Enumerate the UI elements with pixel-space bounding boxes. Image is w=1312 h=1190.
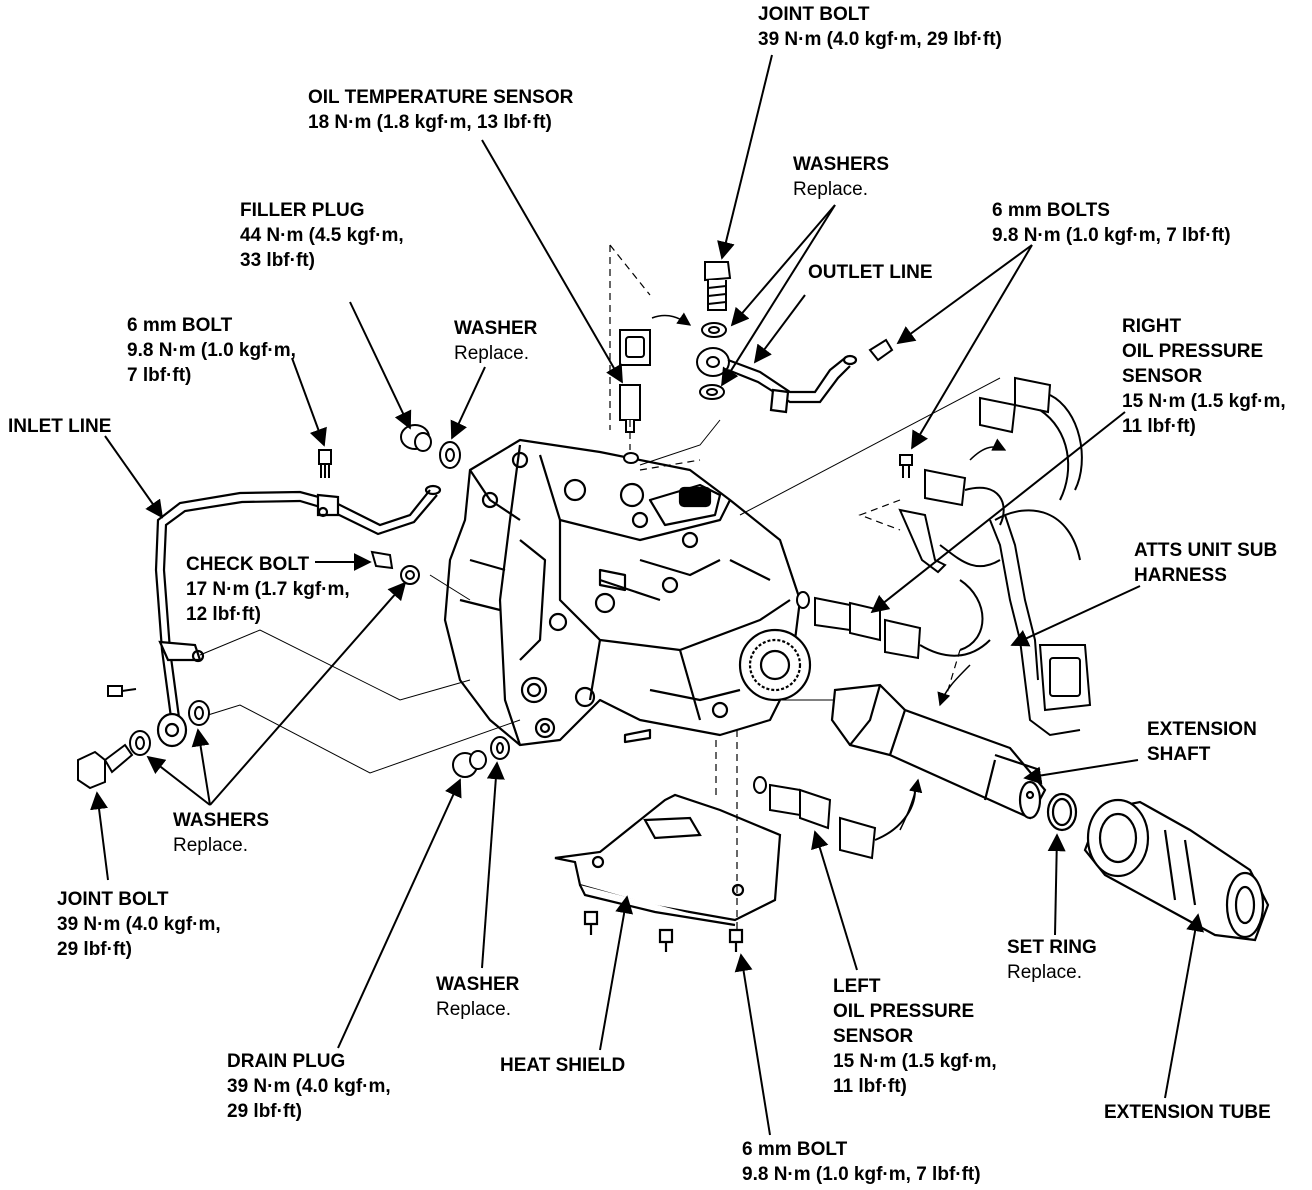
label-left-ops-name-3: SENSOR	[833, 1026, 914, 1047]
inlet-line-tube	[154, 484, 442, 748]
outlet-line-tube	[727, 354, 858, 414]
label-drain-plug-name: DRAIN PLUG	[227, 1051, 346, 1072]
label-drain-plug-torque-1: 39 N·m (4.0 kgf·m,	[227, 1076, 391, 1097]
label-extension-tube-name: EXTENSION TUBE	[1104, 1102, 1271, 1123]
label-right-ops-name-1: RIGHT	[1122, 316, 1182, 337]
label-atts-unit-sub-harness: ATTS UNIT SUB HARNESS	[1134, 538, 1277, 588]
label-drain-plug-torque-2: 29 lbf·ft)	[227, 1101, 302, 1122]
label-check-bolt-torque-2: 12 lbf·ft)	[186, 604, 261, 625]
label-joint-bolt-top: JOINT BOLT 39 N·m (4.0 kgf·m, 29 lbf·ft)	[758, 2, 1002, 52]
label-joint-bolt-bottom-name: JOINT BOLT	[57, 889, 169, 910]
label-filler-plug-torque-2: 33 lbf·ft)	[240, 250, 315, 271]
label-6mm-bolts-top-torque: 9.8 N·m (1.0 kgf·m, 7 lbf·ft)	[992, 225, 1231, 246]
label-washers-top: WASHERS Replace.	[793, 152, 889, 202]
label-left-ops-name-2: OIL PRESSURE	[833, 1001, 975, 1022]
alignment-lines	[609, 244, 961, 930]
label-check-bolt-torque-1: 17 N·m (1.7 kgf·m,	[186, 579, 350, 600]
label-extension-tube: EXTENSION TUBE	[1104, 1100, 1271, 1125]
label-6mm-bolt-bottom-torque: 9.8 N·m (1.0 kgf·m, 7 lbf·ft)	[742, 1164, 981, 1185]
leader-arrows	[90, 54, 1204, 1136]
label-washers-bottom: WASHERS Replace.	[173, 808, 269, 858]
label-oil-temperature-sensor: OIL TEMPERATURE SENSOR 18 N·m (1.8 kgf·m…	[308, 85, 573, 135]
label-left-oil-pressure-sensor: LEFT OIL PRESSURE SENSOR 15 N·m (1.5 kgf…	[833, 974, 997, 1099]
label-outlet-line: OUTLET LINE	[808, 260, 933, 285]
label-washers-top-name: WASHERS	[793, 154, 890, 175]
label-6mm-bolt-left: 6 mm BOLT 9.8 N·m (1.0 kgf·m, 7 lbf·ft)	[127, 313, 296, 388]
label-right-ops-torque-1: 15 N·m (1.5 kgf·m,	[1122, 391, 1286, 412]
flow-arrows	[651, 312, 1007, 831]
label-atts-name-2: HARNESS	[1134, 565, 1227, 586]
label-joint-bolt-top-torque: 39 N·m (4.0 kgf·m, 29 lbf·ft)	[758, 29, 1002, 50]
label-right-ops-torque-2: 11 lbf·ft)	[1122, 416, 1196, 437]
label-washer-filler: WASHER Replace.	[454, 316, 537, 366]
label-6mm-bolt-bottom: 6 mm BOLT 9.8 N·m (1.0 kgf·m, 7 lbf·ft)	[742, 1137, 981, 1187]
label-check-bolt-name: CHECK BOLT	[186, 554, 310, 575]
label-set-ring-note: Replace.	[1007, 962, 1082, 983]
label-6mm-bolts-top-name: 6 mm BOLTS	[992, 200, 1110, 221]
label-extension-shaft: EXTENSION SHAFT	[1147, 717, 1257, 767]
label-right-oil-pressure-sensor: RIGHT OIL PRESSURE SENSOR 15 N·m (1.5 kg…	[1122, 314, 1286, 439]
label-washers-top-note: Replace.	[793, 179, 868, 200]
heat-shield-part	[554, 793, 782, 952]
label-joint-bolt-bottom-torque-2: 29 lbf·ft)	[57, 939, 132, 960]
label-6mm-bolt-left-name: 6 mm BOLT	[127, 315, 233, 336]
label-left-ops-torque-1: 15 N·m (1.5 kgf·m,	[833, 1051, 997, 1072]
label-oil-temperature-sensor-name: OIL TEMPERATURE SENSOR	[308, 87, 574, 108]
label-filler-plug-torque-1: 44 N·m (4.5 kgf·m,	[240, 225, 404, 246]
label-6mm-bolt-bottom-name: 6 mm BOLT	[742, 1139, 848, 1160]
transfer-case-housing	[443, 438, 812, 747]
label-joint-bolt-bottom-torque-1: 39 N·m (4.0 kgf·m,	[57, 914, 221, 935]
label-extension-shaft-name-1: EXTENSION	[1147, 719, 1257, 740]
label-oil-temperature-sensor-torque: 18 N·m (1.8 kgf·m, 13 lbf·ft)	[308, 112, 552, 133]
label-right-ops-name-3: SENSOR	[1122, 366, 1203, 387]
label-washer-filler-name: WASHER	[454, 318, 538, 339]
label-washers-bottom-note: Replace.	[173, 835, 248, 856]
left-fasteners	[77, 424, 510, 790]
label-6mm-bolt-left-torque-2: 7 lbf·ft)	[127, 365, 192, 386]
label-washer-drain-name: WASHER	[436, 974, 520, 995]
label-right-ops-name-2: OIL PRESSURE	[1122, 341, 1264, 362]
extension-tube-part	[1083, 798, 1270, 942]
label-6mm-bolt-left-torque-1: 9.8 N·m (1.0 kgf·m,	[127, 340, 296, 361]
label-extension-shaft-name-2: SHAFT	[1147, 744, 1211, 765]
label-heat-shield-name: HEAT SHIELD	[500, 1055, 626, 1076]
label-inlet-line: INLET LINE	[8, 414, 111, 439]
label-set-ring: SET RING Replace.	[1007, 935, 1097, 985]
label-left-ops-torque-2: 11 lbf·ft)	[833, 1076, 907, 1097]
label-check-bolt: CHECK BOLT 17 N·m (1.7 kgf·m, 12 lbf·ft)	[186, 552, 350, 627]
label-filler-plug: FILLER PLUG 44 N·m (4.5 kgf·m, 33 lbf·ft…	[240, 198, 404, 273]
label-joint-bolt-bottom: JOINT BOLT 39 N·m (4.0 kgf·m, 29 lbf·ft)	[57, 887, 221, 962]
label-6mm-bolts-top: 6 mm BOLTS 9.8 N·m (1.0 kgf·m, 7 lbf·ft)	[992, 198, 1231, 248]
label-washer-drain-note: Replace.	[436, 999, 511, 1020]
extension-shaft-part	[830, 683, 1078, 832]
label-set-ring-name: SET RING	[1007, 937, 1097, 958]
label-filler-plug-name: FILLER PLUG	[240, 200, 365, 221]
leader-lines-thin	[199, 377, 1001, 774]
label-left-ops-name-1: LEFT	[833, 976, 881, 997]
label-washer-filler-note: Replace.	[454, 343, 529, 364]
label-outlet-line-name: OUTLET LINE	[808, 262, 933, 283]
label-drain-plug: DRAIN PLUG 39 N·m (4.0 kgf·m, 29 lbf·ft)	[227, 1049, 391, 1124]
label-joint-bolt-top-name: JOINT BOLT	[758, 4, 870, 25]
top-fasteners	[619, 261, 913, 478]
label-atts-name-1: ATTS UNIT SUB	[1134, 540, 1278, 561]
label-heat-shield: HEAT SHIELD	[500, 1053, 625, 1078]
label-washer-drain: WASHER Replace.	[436, 972, 519, 1022]
label-inlet-line-name: INLET LINE	[8, 416, 112, 437]
label-washers-bottom-name: WASHERS	[173, 810, 270, 831]
